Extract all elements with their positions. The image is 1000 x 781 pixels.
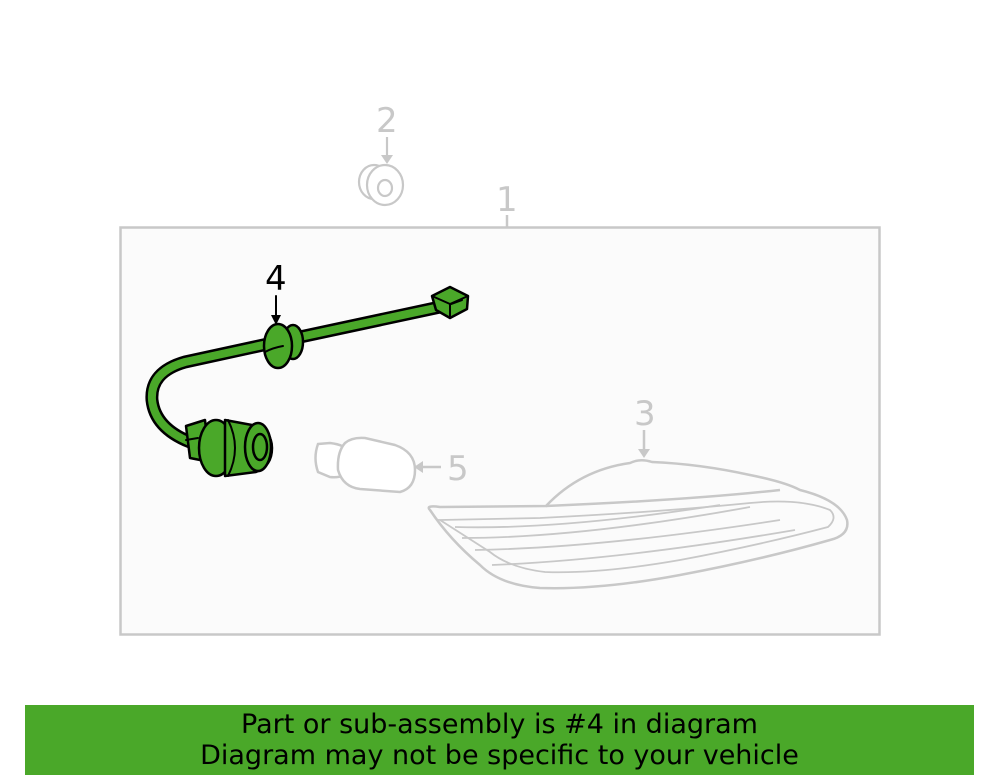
lens-housing-part-3 <box>427 430 849 590</box>
parts-diagram: 1 2 3 4 5 <box>119 101 881 636</box>
wiring-harness-part-4[interactable] <box>145 285 470 478</box>
banner-disclaimer-line: Diagram may not be specific to your vehi… <box>200 740 799 771</box>
parts-diagram-drawing <box>119 137 881 636</box>
part-info-banner: Part or sub-assembly is #4 in diagram Di… <box>25 705 974 775</box>
callout-number-5: 5 <box>447 449 469 489</box>
callout-number-2: 2 <box>376 101 398 141</box>
bulb-part-5 <box>314 436 441 494</box>
callout-number-1: 1 <box>496 180 518 220</box>
callout-number-4[interactable]: 4 <box>265 259 287 299</box>
grommet-part-2 <box>357 137 405 207</box>
banner-part-line: Part or sub-assembly is #4 in diagram <box>241 709 758 740</box>
callout-number-3: 3 <box>634 394 656 434</box>
